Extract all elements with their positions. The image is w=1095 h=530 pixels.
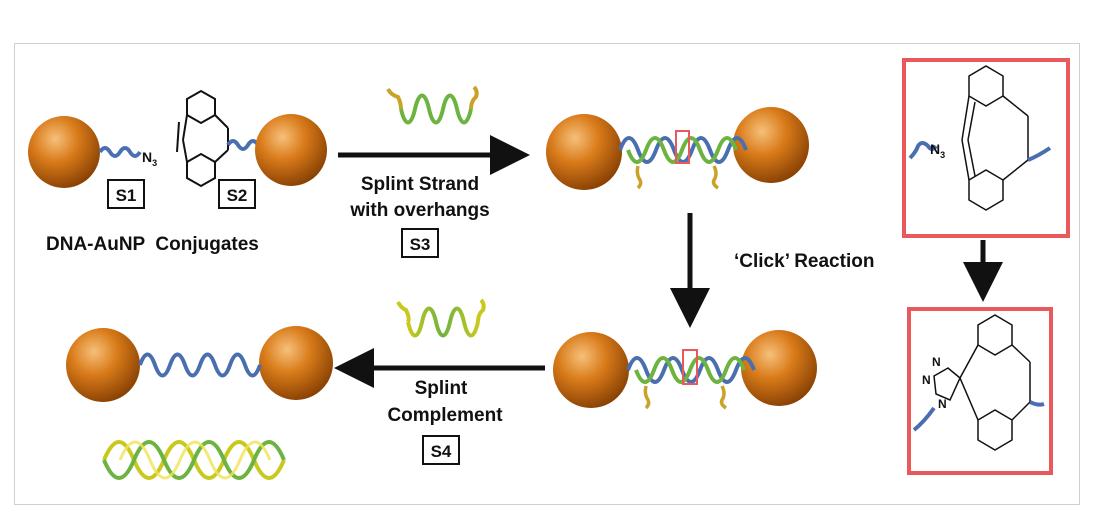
- s3-box: [401, 228, 439, 258]
- gold-nanoparticle-s1: [28, 116, 100, 188]
- s1-box: [107, 179, 145, 209]
- azide-label-zoom: N3: [930, 141, 945, 160]
- conjugates-caption: DNA-AuNP Conjugates: [46, 234, 259, 255]
- reactants-highlight-box: [902, 58, 1070, 238]
- dna-strand-s1: [98, 146, 142, 158]
- s2-label: S2: [227, 186, 248, 205]
- hybridized-duplex-top: [618, 130, 748, 190]
- figure-frame: [14, 43, 1080, 505]
- gold-nanoparticle-product-right: [259, 326, 333, 400]
- click-reaction-label: ‘Click’ Reaction: [734, 251, 874, 272]
- dna-strand-product-left: [912, 406, 936, 432]
- ligated-dna-strand: [138, 352, 262, 378]
- splint-duplex-helix: [102, 440, 286, 480]
- gold-nanoparticle-bottom-mid-right: [741, 330, 817, 406]
- dna-strand-product-right: [1029, 400, 1045, 407]
- dna-strand-reactant-left: [908, 141, 938, 160]
- gold-nanoparticle-bottom-mid-left: [553, 332, 629, 408]
- gold-nanoparticle-top-right: [733, 107, 809, 183]
- triazole-n-3: N: [938, 397, 947, 411]
- gold-nanoparticle-top-left: [546, 114, 622, 190]
- gold-nanoparticle-product-left: [66, 328, 140, 402]
- gold-nanoparticle-s2: [255, 114, 327, 186]
- s4-label: S4: [431, 442, 452, 461]
- splint-strand-label-2: with overhangs: [349, 200, 489, 221]
- triazole-product-zoom: [933, 314, 1031, 451]
- splint-label: Splint: [415, 378, 468, 399]
- triazole-n-1: N: [932, 355, 941, 369]
- complement-label: Complement: [387, 405, 503, 426]
- splint-complement-s4: [396, 298, 486, 338]
- splint-strand-s3: [386, 85, 479, 125]
- s4-box: [422, 435, 460, 465]
- s2-box: [218, 179, 256, 209]
- splint-strand-label-1: Splint Strand: [361, 174, 479, 195]
- s1-label: S1: [116, 186, 137, 205]
- azide-label-s1: N3: [142, 149, 157, 168]
- dbco-structure-s2: [176, 89, 229, 188]
- hybridized-duplex-bottom: [626, 349, 756, 410]
- dna-strand-s2: [226, 139, 260, 151]
- dbco-azide-zoom: [961, 65, 1029, 211]
- triazole-n-2: N: [922, 373, 931, 387]
- product-highlight-box: [907, 307, 1053, 475]
- s3-label: S3: [410, 235, 431, 254]
- dna-strand-reactant-right: [1027, 146, 1052, 162]
